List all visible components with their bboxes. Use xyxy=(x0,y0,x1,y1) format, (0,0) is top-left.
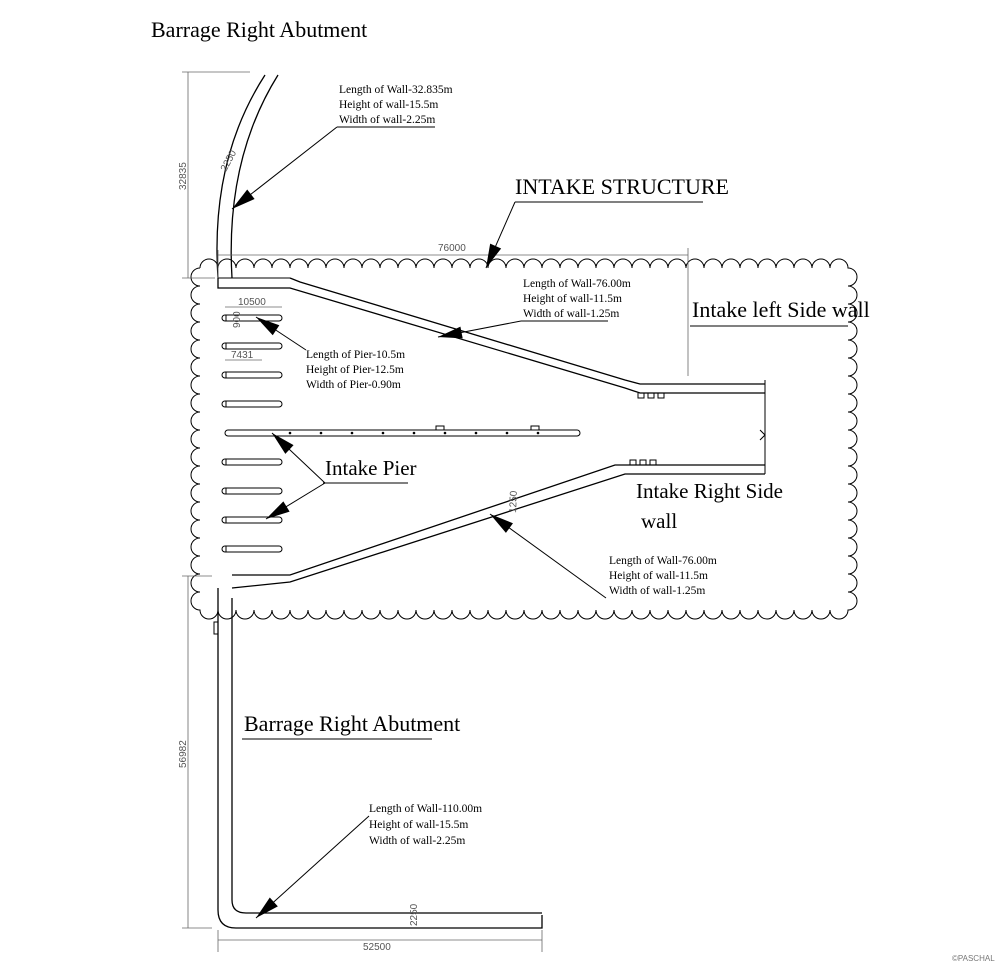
top-abutment-title: Barrage Right Abutment xyxy=(151,17,367,42)
central-pier-beam xyxy=(224,425,581,437)
intake-pier xyxy=(221,400,283,408)
top-height-dimension: 32835 xyxy=(178,71,250,279)
pier-dimensions: 10500 900 7431 xyxy=(225,297,282,361)
bottom-wall-note-length: Length of Wall-110.00m xyxy=(369,803,482,815)
intake-left-side-wall xyxy=(217,277,766,474)
right-side-wall-title-line2: wall xyxy=(641,509,677,533)
bottom-length-label: 52500 xyxy=(363,942,391,953)
intake-pier xyxy=(221,314,283,322)
top-wall-note-length: Length of Wall-32.835m xyxy=(339,84,453,96)
left-wall-note-length: Length of Wall-76.00m xyxy=(523,278,631,290)
bottom-height-dimension: 56982 xyxy=(178,575,212,929)
arrowhead xyxy=(256,897,278,918)
left-wall-note-height: Height of wall-11.5m xyxy=(523,293,622,305)
pier-spacing-label: 7431 xyxy=(231,350,254,361)
top-wall-note-height: Height of wall-15.5m xyxy=(339,99,438,111)
right-side-wall-title-line1: Intake Right Side xyxy=(636,479,783,503)
leader-line xyxy=(255,815,370,919)
beam-bolt xyxy=(443,431,447,435)
bottom-abutment-title: Barrage Right Abutment xyxy=(244,711,460,736)
top-wall-note-width: Width of wall-2.25m xyxy=(339,114,435,126)
right-wall-note-width: Width of wall-1.25m xyxy=(609,585,705,597)
beam-bolt xyxy=(319,431,323,435)
bottom-wall-note-width: Width of wall-2.25m xyxy=(369,835,465,847)
arrowhead xyxy=(266,501,290,519)
arrowhead xyxy=(438,326,463,339)
intake-pier xyxy=(221,371,283,379)
pier-note-length: Length of Pier-10.5m xyxy=(306,349,405,361)
intake-boundary-cloud xyxy=(190,258,858,620)
pier-length-label: 10500 xyxy=(238,297,266,308)
bottom-thickness-label: 2250 xyxy=(409,903,420,926)
intake-length-label: 76000 xyxy=(438,243,466,254)
beam-bolt xyxy=(350,431,354,435)
arrowhead xyxy=(490,514,513,533)
pier-notes: Length of Pier-10.5m Height of Pier-12.5… xyxy=(306,349,405,391)
top-abutment-wall xyxy=(216,74,290,279)
bottom-length-dimension: 52500 xyxy=(217,930,543,953)
left-wall-notes: Length of Wall-76.00m Height of wall-11.… xyxy=(521,278,631,322)
beam-bolt xyxy=(505,431,509,435)
arrowhead xyxy=(486,243,502,268)
intake-pier xyxy=(221,487,283,495)
right-wall-notes: Length of Wall-76.00m Height of wall-11.… xyxy=(609,555,717,597)
beam-bolt xyxy=(474,431,478,435)
arrowhead xyxy=(272,433,294,454)
leader-lines xyxy=(231,126,607,919)
beam-bolt xyxy=(288,431,292,435)
pier-width-label: 900 xyxy=(232,311,243,328)
bottom-height-label: 56982 xyxy=(178,740,189,768)
arrowhead xyxy=(256,317,280,336)
bottom-abutment-wall xyxy=(213,588,543,929)
left-side-wall-title: Intake left Side wall xyxy=(692,297,870,322)
watermark: ©PASCHAL xyxy=(952,954,995,963)
beam-bolt xyxy=(536,431,540,435)
bottom-wall-note-height: Height of wall-15.5m xyxy=(369,819,468,831)
pier-note-width: Width of Pier-0.90m xyxy=(306,379,401,391)
left-wall-note-width: Width of wall-1.25m xyxy=(523,308,619,320)
bottom-wall-notes: Length of Wall-110.00m Height of wall-15… xyxy=(369,803,482,847)
intake-length-dimension: 76000 xyxy=(217,243,689,376)
top-height-label: 32835 xyxy=(178,162,189,190)
beam-bolt xyxy=(381,431,385,435)
intake-structure-title: INTAKE STRUCTURE xyxy=(515,174,729,199)
top-wall-notes: Length of Wall-32.835m Height of wall-15… xyxy=(337,84,453,128)
intake-pier-title: Intake Pier xyxy=(325,456,417,480)
intake-pier xyxy=(221,342,283,350)
right-wall-note-height: Height of wall-11.5m xyxy=(609,570,708,582)
intake-pier xyxy=(221,516,283,524)
beam-bolt xyxy=(412,431,416,435)
intake-pier xyxy=(221,458,283,466)
intake-right-side-wall xyxy=(231,459,765,589)
intake-piers xyxy=(221,314,283,553)
pier-note-height: Height of Pier-12.5m xyxy=(306,364,404,376)
top-thickness-label: 2250 xyxy=(219,148,239,173)
right-wall-thickness-label: 1250 xyxy=(508,490,520,513)
right-wall-note-length: Length of Wall-76.00m xyxy=(609,555,717,567)
intake-pier xyxy=(221,545,283,553)
arrowhead xyxy=(232,189,255,209)
